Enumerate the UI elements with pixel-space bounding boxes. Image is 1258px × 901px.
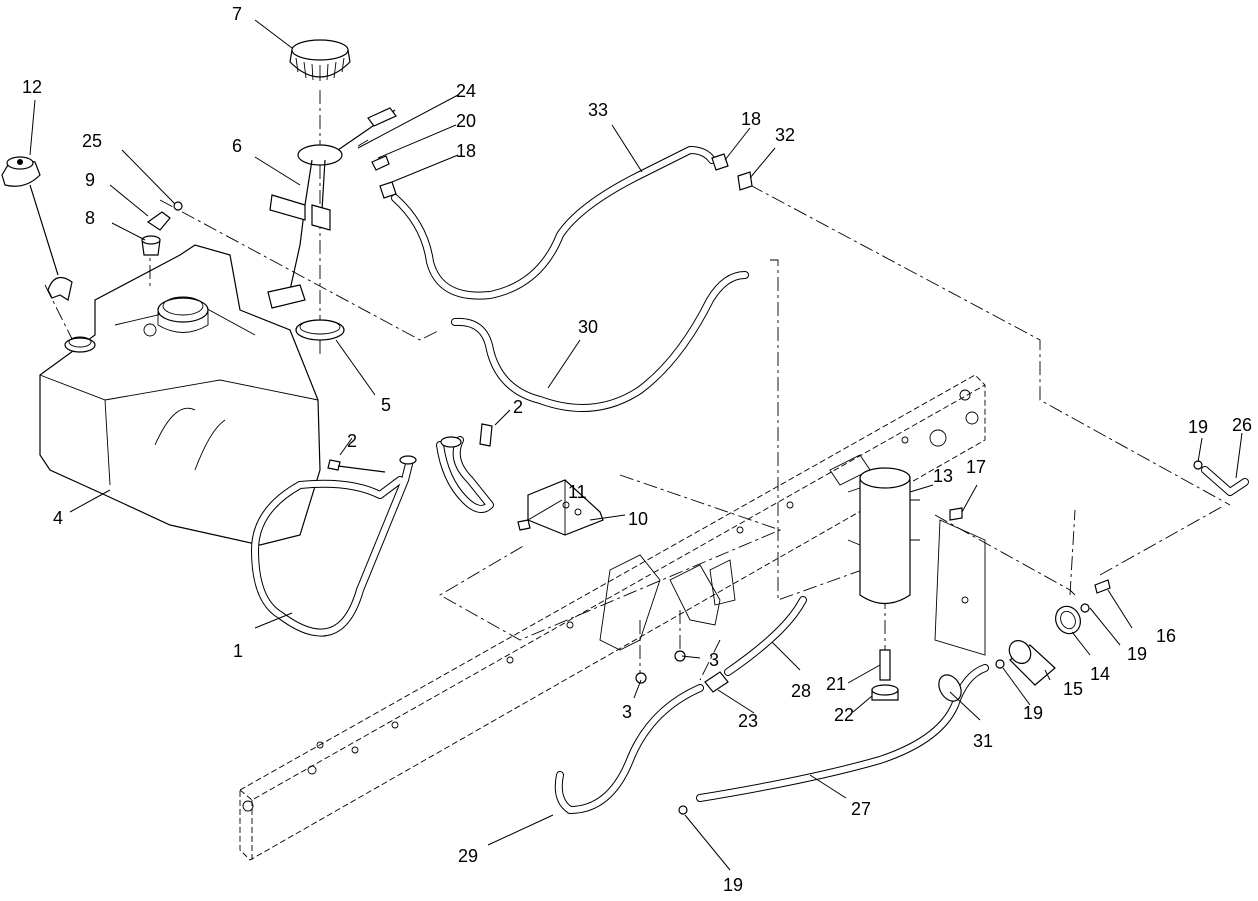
bolt-11 — [517, 519, 531, 531]
callout-12: 12 — [22, 77, 42, 97]
callout-1: 1 — [233, 641, 243, 661]
callout-9: 9 — [85, 170, 95, 190]
canister-stud-21 — [879, 649, 891, 681]
hose-clamp-19b — [1080, 603, 1090, 613]
charcoal-canister — [847, 467, 920, 605]
hose-clamp-19a — [1193, 460, 1203, 470]
vent-grommet — [141, 235, 161, 256]
isolator-22 — [871, 684, 899, 701]
sender-seal — [295, 319, 345, 341]
nut-3b — [635, 672, 647, 684]
callout-19c: 19 — [1023, 703, 1043, 723]
callout-13: 13 — [933, 466, 953, 486]
hose-clamp-19c — [995, 659, 1005, 669]
callout-19b: 19 — [1127, 644, 1147, 664]
callout-31: 31 — [973, 731, 993, 751]
callout-28: 28 — [791, 681, 811, 701]
hose-clamp-31 — [938, 674, 962, 702]
vent-fitting — [146, 211, 171, 231]
callout-10: 10 — [628, 509, 648, 529]
callouts: 1 2 2 3 3 4 5 6 7 8 9 10 11 12 13 14 15 … — [22, 4, 1252, 895]
callout-30: 30 — [578, 317, 598, 337]
hose-clamp-19d — [678, 805, 688, 815]
callout-4: 4 — [53, 508, 63, 528]
fuel-hose-28 — [724, 596, 807, 676]
assembly-guide-lines — [44, 90, 1231, 681]
canister-plate — [934, 519, 986, 656]
callout-3a: 3 — [709, 650, 719, 670]
callout-3b: 3 — [622, 702, 632, 722]
leader-lines — [29, 19, 1243, 871]
callout-2b: 2 — [513, 397, 523, 417]
frame-mount — [599, 554, 736, 651]
bolt-2a — [327, 459, 386, 473]
callout-19d: 19 — [723, 875, 743, 895]
fuel-hose-29 — [554, 684, 704, 814]
fuel-hose-27 — [696, 664, 989, 802]
callout-22: 22 — [834, 705, 854, 725]
callout-24: 24 — [456, 81, 476, 101]
callout-17: 17 — [966, 457, 986, 477]
callout-18a: 18 — [741, 109, 761, 129]
hose-clamp-25 — [173, 201, 183, 211]
callout-8: 8 — [85, 208, 95, 228]
callout-32: 32 — [775, 125, 795, 145]
callout-23: 23 — [738, 711, 758, 731]
callout-19a: 19 — [1188, 417, 1208, 437]
callout-26: 26 — [1232, 415, 1252, 435]
lock-ring — [289, 39, 351, 81]
filler-tube — [251, 436, 494, 637]
fuel-sender — [267, 107, 397, 309]
mount-bracket — [527, 479, 604, 536]
callout-29: 29 — [458, 846, 478, 866]
callout-5: 5 — [381, 395, 391, 415]
callout-18b: 18 — [456, 141, 476, 161]
tee-fitting-23 — [704, 671, 729, 693]
bolt-16 — [1094, 579, 1111, 594]
callout-25: 25 — [82, 131, 102, 151]
fuel-filter — [1008, 640, 1056, 686]
callout-27: 27 — [851, 799, 871, 819]
bolt-17 — [949, 507, 963, 521]
fuel-hose-33 — [379, 146, 753, 300]
sender-clamps — [357, 139, 390, 171]
filter-clamp — [1055, 605, 1081, 635]
callout-21: 21 — [826, 674, 846, 694]
fuel-fitting-26 — [1201, 466, 1249, 496]
callout-20: 20 — [456, 111, 476, 131]
callout-15: 15 — [1063, 679, 1083, 699]
callout-11: 11 — [568, 482, 587, 502]
callout-14: 14 — [1090, 664, 1110, 684]
bolt-2b — [479, 423, 493, 447]
callout-33: 33 — [588, 100, 608, 120]
vent-hose-30 — [451, 271, 749, 412]
callout-2a: 2 — [347, 431, 357, 451]
callout-7: 7 — [232, 4, 242, 24]
callout-16: 16 — [1156, 626, 1176, 646]
callout-6: 6 — [232, 136, 242, 156]
fuel-cap — [1, 156, 73, 301]
fuel-tank — [39, 244, 321, 546]
